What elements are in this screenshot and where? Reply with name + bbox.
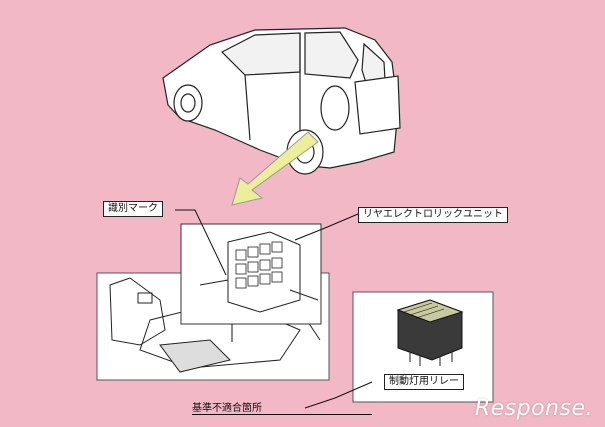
rear-electric-unit-label: リヤエレクトロリックユニット — [358, 207, 508, 223]
indicator-arrow — [231, 131, 319, 206]
nonconforming-location-label: 基準不適合箇所 — [192, 399, 372, 415]
leader-lines — [175, 209, 373, 409]
trunk-panel — [96, 272, 330, 381]
car-illustration — [162, 27, 401, 175]
unit-detail-panel — [180, 223, 322, 325]
brake-light-relay-label: 制動灯用リレー — [384, 374, 464, 390]
response-watermark: Response. — [474, 396, 593, 421]
identification-mark-label: 識別マーク — [103, 201, 163, 217]
